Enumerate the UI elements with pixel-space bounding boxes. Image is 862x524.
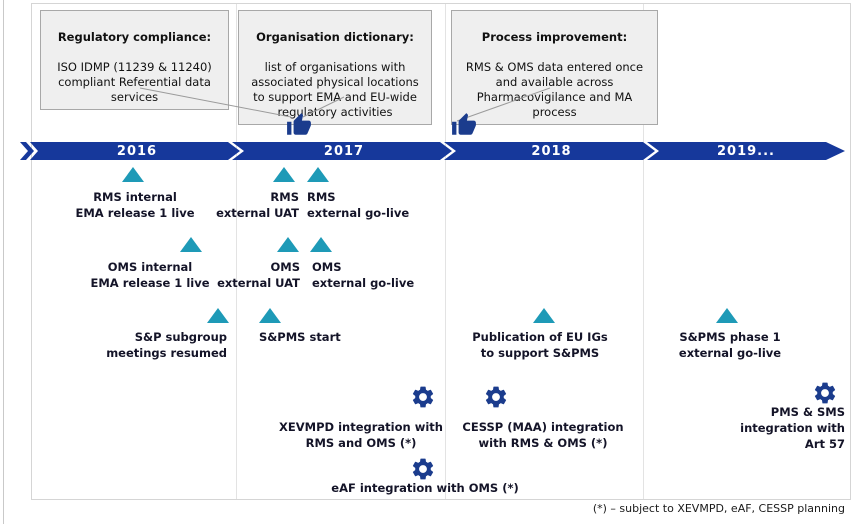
milestone-triangle-icon <box>207 308 229 323</box>
milestone-triangle-icon <box>180 237 202 252</box>
milestone-label: RMS external go-live <box>307 190 410 220</box>
year-label-2017: 2017 <box>323 144 365 159</box>
callout-title: Organisation dictionary: <box>256 30 414 44</box>
gear-icon <box>412 458 434 480</box>
gear-icon <box>814 382 836 404</box>
integration-label: XEVMPD integration with RMS and OMS (*) <box>279 420 443 450</box>
milestone-label: S&PMS phase 1 external go-live <box>678 330 782 360</box>
callout-body: list of organisations with associated ph… <box>251 60 419 119</box>
thumbs-up-icon <box>452 113 476 135</box>
milestone-triangle-icon <box>122 167 144 182</box>
window-edge-line <box>3 0 4 524</box>
integration-label: eAF integration with OMS (*) <box>331 481 519 495</box>
callout-body: RMS & OMS data entered once and availabl… <box>465 60 644 119</box>
callout-process-improvement: Process improvement: RMS & OMS data ente… <box>451 10 658 125</box>
callout-regulatory-compliance: Regulatory compliance: ISO IDMP (11239 &… <box>40 10 229 110</box>
milestone-label: S&PMS start <box>259 330 341 344</box>
column-divider-2016-2017 <box>236 4 237 499</box>
milestone-label: S&P subgroup meetings resumed <box>106 330 227 360</box>
callout-organisation-dictionary: Organisation dictionary: list of organis… <box>238 10 432 125</box>
column-divider-2018-2019 <box>643 4 644 499</box>
milestone-triangle-icon <box>533 308 555 323</box>
milestone-label: OMS external UAT <box>217 260 300 290</box>
thumbs-up-icon <box>287 113 311 135</box>
diagram-frame <box>31 3 851 500</box>
milestone-triangle-icon <box>310 237 332 252</box>
milestone-triangle-icon <box>307 167 329 182</box>
integration-label: PMS & SMS integration with Art 57 <box>740 405 845 451</box>
callout-title: Regulatory compliance: <box>57 30 212 44</box>
gear-icon <box>412 386 434 408</box>
milestone-label: Publication of EU IGs to support S&PMS <box>472 330 608 360</box>
callout-title: Process improvement: <box>481 30 628 44</box>
integration-label: CESSP (MAA) integration with RMS & OMS (… <box>462 420 624 450</box>
milestone-label: RMS internal EMA release 1 live <box>75 190 195 220</box>
footnote: (*) – subject to XEVMPD, eAF, CESSP plan… <box>592 502 845 515</box>
milestone-label: RMS external UAT <box>216 190 299 220</box>
milestone-triangle-icon <box>277 237 299 252</box>
milestone-label: OMS external go-live <box>312 260 415 290</box>
milestone-triangle-icon <box>716 308 738 323</box>
year-label-2018: 2018 <box>531 144 572 159</box>
column-divider-2017-2018 <box>445 4 446 499</box>
year-label-2019: 2019... <box>717 144 775 159</box>
callout-body: ISO IDMP (11239 & 11240) compliant Refer… <box>57 60 212 104</box>
gear-icon <box>485 386 507 408</box>
milestone-label: OMS internal EMA release 1 live <box>90 260 210 290</box>
milestone-triangle-icon <box>273 167 295 182</box>
year-label-2016: 2016 <box>116 144 158 159</box>
milestone-triangle-icon <box>259 308 281 323</box>
